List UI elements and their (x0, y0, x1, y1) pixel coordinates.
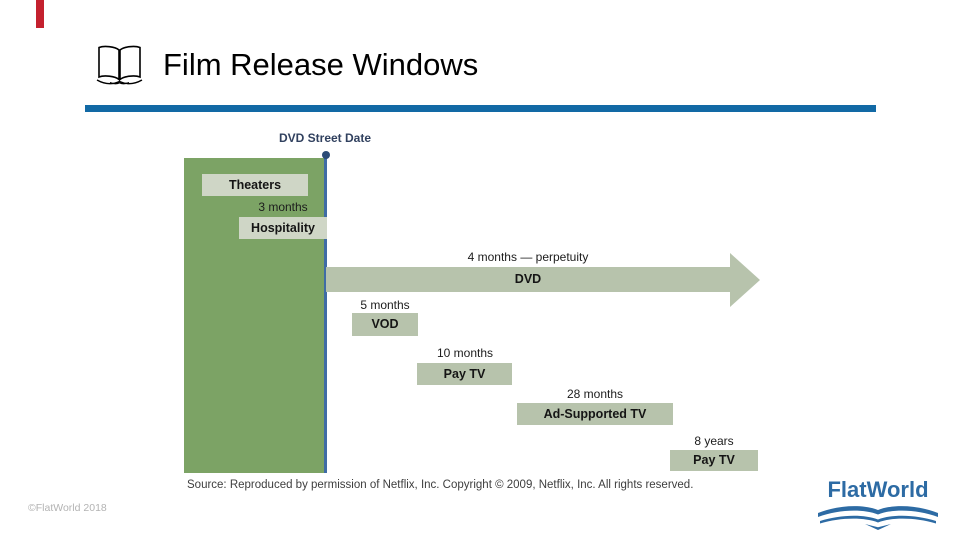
bar-vod: VOD (352, 313, 418, 336)
duration-pay-tv: 10 months (436, 346, 494, 360)
bar-ad-supported-tv: Ad-Supported TV (517, 403, 673, 425)
duration-ad-supported-tv: 28 months (566, 387, 624, 401)
dvd-street-date-dot (322, 151, 330, 159)
flatworld-logo-text: FlatWorld (827, 477, 929, 502)
bar-theaters: Theaters (202, 174, 308, 196)
dvd-street-date-line (324, 158, 327, 473)
flatworld-book-icon (817, 504, 939, 535)
theatrical-window-block (184, 158, 327, 473)
duration-hospitality: 3 months (258, 200, 308, 214)
dvd-street-date-label: DVD Street Date (278, 131, 372, 145)
page-title: Film Release Windows (163, 47, 479, 82)
bar-hospitality: Hospitality (239, 217, 327, 239)
duration-vod: 5 months (360, 298, 410, 312)
title-divider (85, 105, 876, 112)
duration-dvd: 4 months — perpetuity (467, 250, 589, 264)
deck-copyright: ©FlatWorld 2018 (28, 502, 107, 514)
bar-dvd-arrow: DVD (326, 267, 730, 292)
dvd-arrowhead-icon (730, 253, 760, 307)
accent-bar (36, 0, 44, 28)
flatworld-logo: FlatWorld (817, 477, 939, 535)
open-book-icon (96, 44, 143, 92)
release-windows-chart: DVD Street Date Theaters 3 months Hospit… (184, 130, 784, 476)
bar-pay-tv-2: Pay TV (670, 450, 758, 471)
duration-pay-tv-2: 8 years (694, 434, 734, 448)
source-attribution: Source: Reproduced by permission of Netf… (187, 479, 694, 491)
bar-pay-tv: Pay TV (417, 363, 512, 385)
